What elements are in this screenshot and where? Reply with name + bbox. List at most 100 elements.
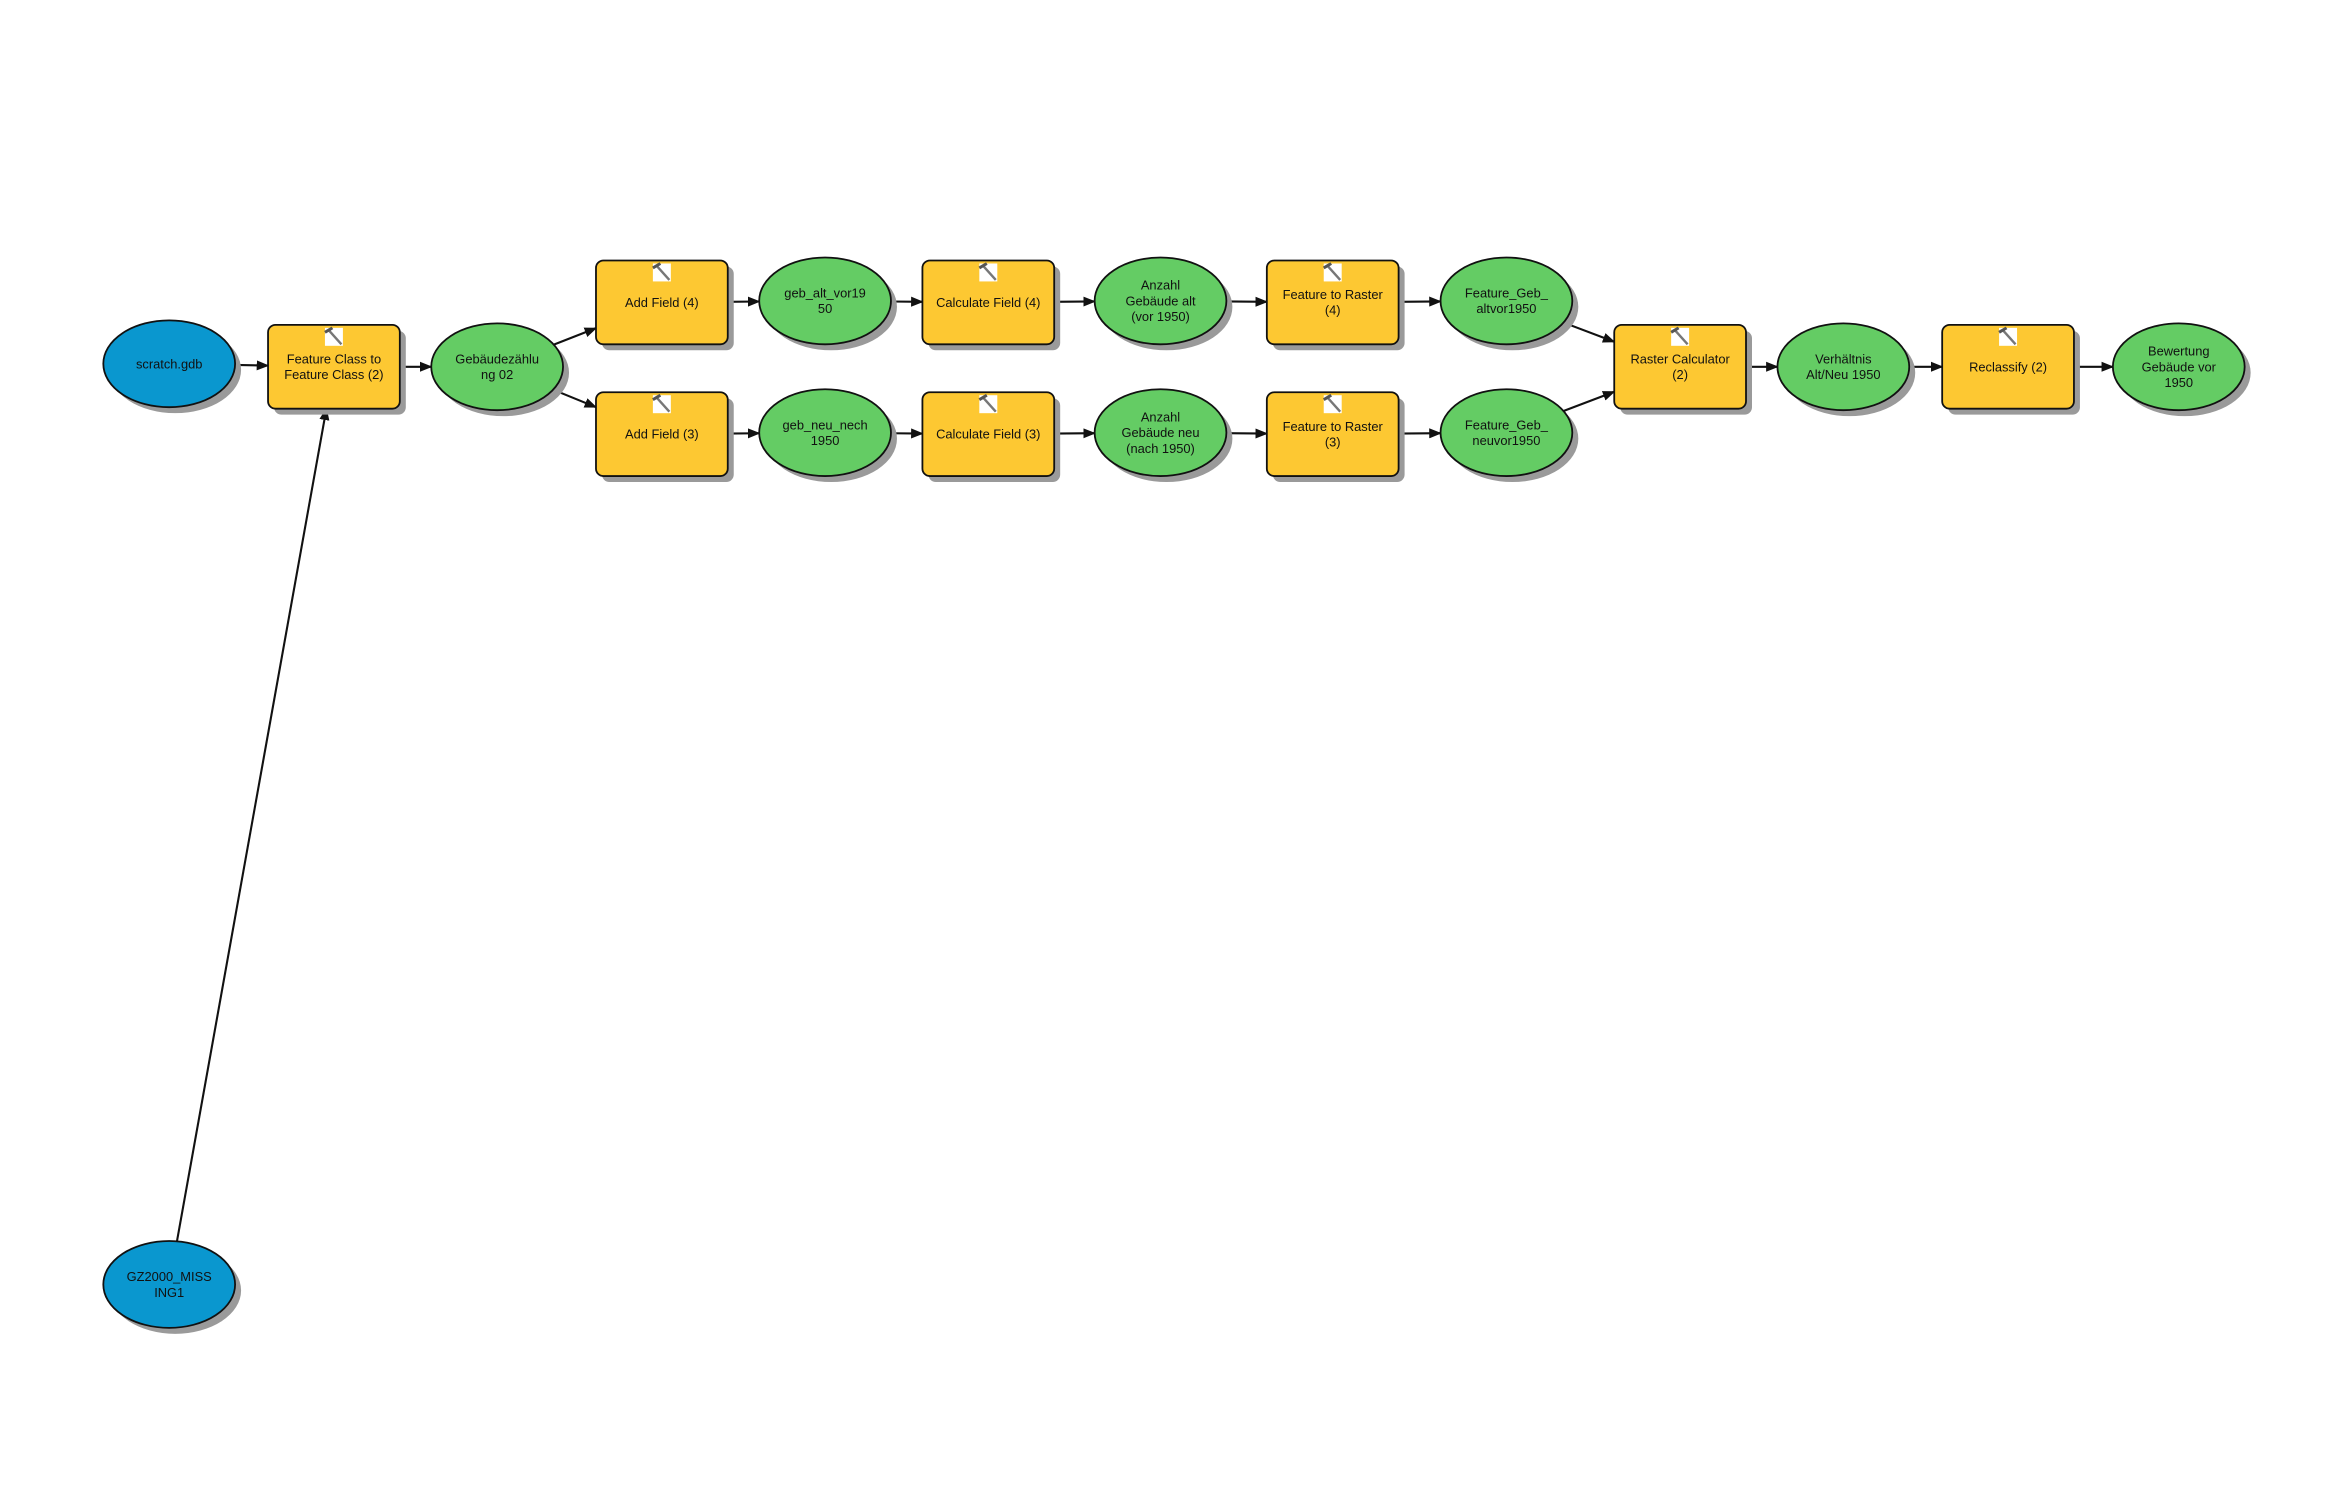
node-label: (vor 1950) <box>1131 309 1190 324</box>
derived-data-ellipse <box>430 322 564 412</box>
hammer-icon <box>1998 326 2018 346</box>
hammer-icon-handle <box>1325 395 1342 413</box>
tool-node-ftr3[interactable]: Feature to Raster(3) <box>1265 391 1405 483</box>
node-label: (nach 1950) <box>1126 441 1195 456</box>
node-label: Add Field (3) <box>625 427 699 442</box>
node-label: Feature to Raster <box>1283 287 1384 302</box>
hammer-icon-handle <box>981 395 997 413</box>
tool-node-cf4[interactable]: Calculate Field (4) <box>921 259 1061 351</box>
node-label: GZ2000_MISS <box>127 1269 212 1284</box>
node-label: Feature to Raster <box>1283 419 1384 434</box>
tool-node-rc2[interactable]: Raster Calculator(2) <box>1613 323 1752 415</box>
node-label: Feature_Geb_ <box>1465 417 1549 432</box>
node-label: (2) <box>1672 367 1688 382</box>
tool-box <box>1941 323 2075 410</box>
node-label: Alt/Neu 1950 <box>1806 367 1880 382</box>
tool-box <box>595 259 729 346</box>
hammer-icon <box>1670 326 1690 346</box>
hammer-icon <box>652 393 671 414</box>
tool-node-recl[interactable]: Reclassify (2) <box>1941 323 2080 415</box>
node-label: 1950 <box>2164 375 2193 390</box>
input-data-ellipse <box>102 1240 236 1329</box>
hammer-icon-head <box>1322 262 1332 270</box>
tool-box <box>267 323 401 410</box>
derived-data-ellipse <box>1093 256 1228 346</box>
data-node-fgneu[interactable]: Feature_Geb_neuvor1950 <box>1439 388 1579 483</box>
derived-data-ellipse <box>1439 388 1574 477</box>
tool-box <box>921 259 1056 346</box>
node-label: Gebäude vor <box>2142 359 2217 374</box>
derived-data-ellipse <box>758 388 892 477</box>
tool-box <box>595 391 729 477</box>
node-label: scratch.gdb <box>136 356 202 371</box>
node-label: (4) <box>1325 303 1341 318</box>
tool-box <box>1613 323 1747 410</box>
tool-box <box>1265 391 1400 477</box>
hammer-icon-head <box>652 393 662 401</box>
tool-node-ftr4[interactable]: Feature to Raster(4) <box>1265 259 1405 351</box>
hammer-icon <box>652 262 671 282</box>
node-label: Gebäude neu <box>1122 425 1200 440</box>
connector-arrow-fgneu-to-rc2[interactable] <box>1563 390 1616 412</box>
derived-data-ellipse <box>1093 388 1228 477</box>
hammer-icon-handle <box>654 395 671 413</box>
hammer-icon-head <box>978 262 988 270</box>
hammer-icon <box>978 262 998 282</box>
hammer-icon-handle <box>2001 328 2017 346</box>
node-label: Feature_Geb_ <box>1465 286 1549 301</box>
node-label: altvor1950 <box>1476 301 1536 316</box>
node-label: ng 02 <box>481 367 513 382</box>
node-label: Raster Calculator <box>1630 351 1730 366</box>
connector-arrow-gebz-to-af4[interactable] <box>553 327 598 346</box>
hammer-icon <box>978 393 998 414</box>
data-node-scratch[interactable]: scratch.gdb <box>102 319 242 414</box>
hammer-icon <box>324 326 343 346</box>
node-label: (3) <box>1325 434 1341 449</box>
derived-data-ellipse <box>1439 256 1574 346</box>
node-label: Gebäudezählu <box>455 351 539 366</box>
hammer-icon-head <box>1322 393 1332 401</box>
tool-node-af4[interactable]: Add Field (4) <box>595 259 734 351</box>
node-label: geb_neu_nech <box>783 417 868 432</box>
node-label: Reclassify (2) <box>1969 359 2047 374</box>
hammer-icon-head <box>1670 326 1680 334</box>
connector-arrow-fgalt-to-rc2[interactable] <box>1563 321 1616 343</box>
tool-node-af3[interactable]: Add Field (3) <box>595 391 734 483</box>
node-label: Verhältnis <box>1815 351 1871 366</box>
derived-data-ellipse <box>758 256 892 346</box>
node-label: 1950 <box>811 433 840 448</box>
tool-box <box>921 391 1056 477</box>
node-label: Feature Class to <box>287 351 381 366</box>
input-data-ellipse <box>102 319 236 409</box>
hammer-icon-head <box>978 393 988 401</box>
connector-arrow-gz-to-fc2fc[interactable] <box>175 407 330 1242</box>
derived-data-ellipse <box>1776 322 1911 412</box>
node-label: Gebäude alt <box>1125 293 1196 308</box>
node-label: Calculate Field (4) <box>936 295 1040 310</box>
hammer-icon-head <box>1998 326 2008 334</box>
tool-node-cf3[interactable]: Calculate Field (3) <box>921 391 1061 483</box>
node-label: Anzahl <box>1141 278 1180 293</box>
hammer-icon-head <box>324 326 334 334</box>
hammer-icon-handle <box>1673 328 1689 346</box>
data-node-galt[interactable]: geb_alt_vor1950 <box>758 256 897 351</box>
node-label: Feature Class (2) <box>284 367 383 382</box>
data-node-fgalt[interactable]: Feature_Geb_altvor1950 <box>1439 256 1579 351</box>
node-label: Add Field (4) <box>625 295 699 310</box>
hammer-icon-handle <box>981 264 997 281</box>
hammer-icon-handle <box>654 264 671 281</box>
hammer-icon-handle <box>327 328 343 346</box>
node-label: Anzahl <box>1141 409 1180 424</box>
node-label: geb_alt_vor19 <box>784 286 866 301</box>
node-label: ING1 <box>154 1285 184 1300</box>
